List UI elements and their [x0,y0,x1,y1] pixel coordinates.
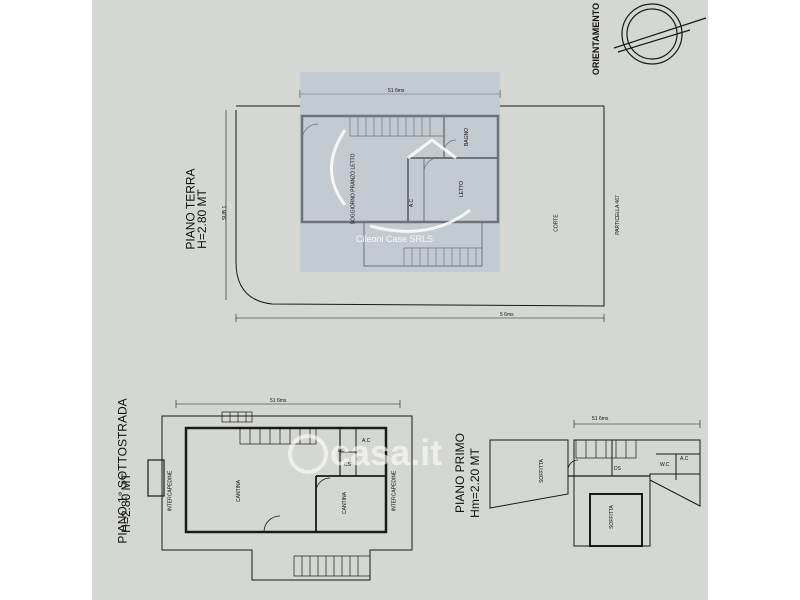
basement-dim-top: 51 6ms [270,398,287,404]
left-margin [0,0,92,600]
ground-floor-dim-bottom: 5 6ms [500,312,514,318]
room-ac-first: A.C [680,456,689,462]
basement-height: H=2.80 MT [118,473,133,533]
room-living: SOGGIORNO PRANZO LETTO [350,153,357,225]
portal-watermark-text: casa.it [330,432,443,473]
room-intercap-right: INTERCAPEDINE [391,470,398,512]
compass-icon [613,3,707,65]
room-bath: BAGNO [464,127,471,147]
room-ac: A.C [409,198,416,208]
room-soffitta-2: SOFFITTA [608,505,615,529]
room-wc-first: W.C [660,462,670,468]
orientation-label: ORIENTAMENTO [591,2,602,76]
room-cs-basement: CS [344,462,351,468]
first-floor-dim-top: 51 6ms [592,416,609,422]
ground-floor-dim-top: 51 6ms [388,88,405,94]
basement-floor-plan [147,400,413,581]
room-cantina-1: CANTINA [235,480,242,502]
room-ac-basement: A.C [362,438,371,444]
portal-logo-icon [288,434,328,474]
first-floor-title: PIANO PRIMO [453,432,468,514]
area-corte: CORTE [553,214,560,232]
first-floor-height: Hm=2.20 MT [467,448,482,518]
room-ds-basement: DS [338,448,345,454]
room-bed: LETTO [459,180,466,198]
room-intercap-left: INTERCAPEDINE [167,470,174,512]
right-margin [708,0,800,600]
room-ds-first: DS [614,466,621,472]
agency-watermark-text: Cileoni Case SRLS [356,234,434,244]
room-soffitta-1: SOFFITTA [538,459,545,483]
agency-logo-icon [330,129,471,233]
ground-floor-height: H=2.80 MT [194,189,209,249]
agency-watermark-box [300,72,500,272]
room-cantina-2: CANTINA [341,492,348,514]
area-parcel: PARTICELLA 467 [614,195,621,235]
first-floor-plan [489,420,701,547]
ground-floor-side-label: SUB 1 [222,205,229,221]
